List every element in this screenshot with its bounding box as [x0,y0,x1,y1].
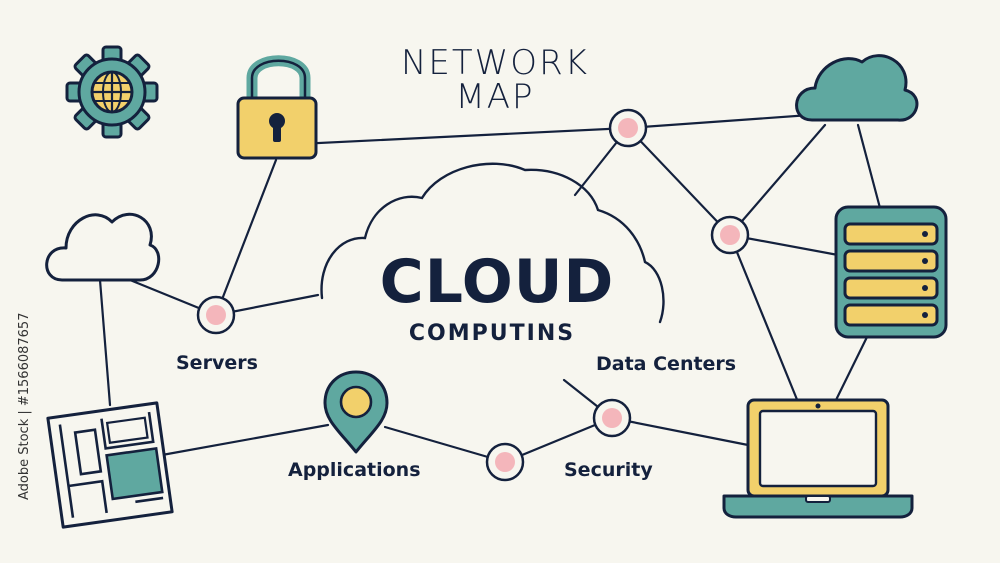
label-data-centers: Data Centers [596,353,736,375]
connector-line [728,123,827,237]
connector-line [626,113,812,130]
label-servers: Servers [176,352,258,374]
connector-line [626,126,732,237]
node [485,442,525,482]
side-watermark: Adobe Stock | #1566087657 [17,313,32,500]
nodes [196,108,750,482]
node [196,295,236,335]
padlock-icon [236,55,318,160]
connector-line [214,158,278,317]
center-title: CLOUD [380,247,615,317]
connector-line [160,423,330,457]
node [592,398,632,438]
connector-line [276,126,630,147]
central-cloud-outline [320,162,665,324]
cloud-outline-icon [45,212,161,282]
center-subtitle: COMPUTINS [409,321,575,346]
gear-globe-icon [65,45,159,139]
connector-line [503,416,614,464]
map-grid-icon [46,401,174,529]
connector-line [610,416,750,447]
connector-line [98,278,112,407]
node [710,215,750,255]
title-line-2: MAP [455,77,534,117]
connector-line [834,333,870,402]
label-security: Security [564,459,653,481]
title-line-1: NETWORK [401,43,589,83]
connector-line [383,425,507,464]
cloud-icon [795,54,919,122]
label-applications: Applications [288,459,421,481]
laptop-icon [722,398,914,519]
server-rack-icon [834,205,948,339]
node [608,108,648,148]
location-pin-icon [323,370,389,454]
connector-line [856,123,882,210]
connector-line [728,233,800,404]
